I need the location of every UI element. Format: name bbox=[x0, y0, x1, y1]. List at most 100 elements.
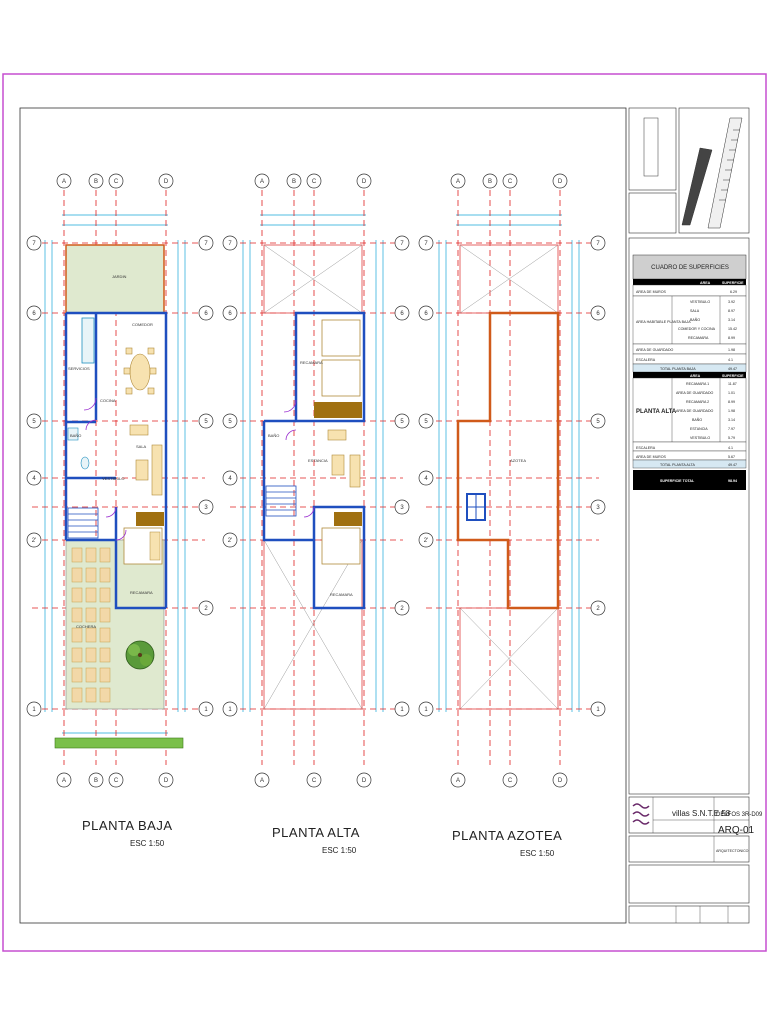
svg-text:7: 7 bbox=[424, 241, 428, 247]
room-label-cocina: COCINA bbox=[100, 398, 116, 403]
svg-text:A: A bbox=[260, 179, 264, 185]
room-label-cochera: COCHERA bbox=[76, 624, 96, 629]
svg-text:BAÑO: BAÑO bbox=[692, 417, 702, 422]
sheet-frame bbox=[2, 73, 767, 952]
stairs bbox=[67, 507, 99, 539]
garden-back bbox=[65, 244, 165, 314]
svg-text:1: 1 bbox=[32, 707, 36, 713]
doors bbox=[83, 397, 127, 541]
svg-text:D: D bbox=[164, 179, 169, 185]
room-label-bano-alta: BAÑO bbox=[268, 433, 279, 438]
svg-text:A: A bbox=[456, 778, 460, 784]
logo-icon bbox=[632, 803, 650, 827]
right-panel: CUADRO DE SUPERFICIES AREA SUPERFICIE AR… bbox=[628, 107, 763, 924]
room-label-recamara: RECAMARA bbox=[130, 590, 153, 595]
svg-text:1.01: 1.01 bbox=[728, 391, 735, 395]
title-block: villas S.N.T.E 58 DELFOS 3R-D09 ARQ-01 A… bbox=[628, 796, 763, 924]
svg-text:7: 7 bbox=[204, 241, 208, 247]
room-label-recamara-2: RECAMARA bbox=[330, 592, 353, 597]
svg-text:4: 4 bbox=[424, 476, 428, 482]
svg-text:15.42: 15.42 bbox=[728, 327, 737, 331]
svg-text:5: 5 bbox=[228, 419, 232, 425]
axis-labels: A B C D A C D 7 6 5 4 2' 1 7 6 5 3 2 1 bbox=[424, 179, 601, 784]
svg-text:C: C bbox=[114, 778, 119, 784]
void-marks bbox=[263, 244, 363, 710]
svg-text:RECAMARA 2: RECAMARA 2 bbox=[686, 400, 709, 404]
svg-text:SUPERFICIE: SUPERFICIE bbox=[722, 374, 744, 378]
svg-text:3: 3 bbox=[400, 505, 404, 511]
svg-text:2: 2 bbox=[204, 606, 208, 612]
svg-text:4: 4 bbox=[228, 476, 232, 482]
svg-text:6: 6 bbox=[204, 311, 208, 317]
svg-text:AREA DE MUROS: AREA DE MUROS bbox=[636, 290, 667, 294]
svg-text:C: C bbox=[508, 179, 513, 185]
fence-strip bbox=[54, 737, 184, 749]
svg-text:1: 1 bbox=[424, 707, 428, 713]
svg-text:2': 2' bbox=[424, 538, 428, 544]
svg-text:C: C bbox=[114, 179, 119, 185]
svg-text:C: C bbox=[312, 778, 317, 784]
svg-text:COMEDOR Y COCINA: COMEDOR Y COCINA bbox=[678, 327, 716, 331]
col-area: AREA bbox=[700, 281, 711, 285]
area-table: CUADRO DE SUPERFICIES AREA SUPERFICIE AR… bbox=[632, 254, 747, 490]
svg-text:5: 5 bbox=[424, 419, 428, 425]
svg-text:A: A bbox=[456, 179, 460, 185]
sofa bbox=[129, 424, 163, 496]
axis-bubbles bbox=[418, 173, 606, 788]
svg-text:AREA DE GUARDADO: AREA DE GUARDADO bbox=[676, 391, 714, 395]
room-label-vestibulo: VESTIBULO bbox=[102, 476, 124, 481]
stairs bbox=[265, 485, 297, 517]
svg-text:1.98: 1.98 bbox=[728, 409, 735, 413]
dimension-lines bbox=[242, 214, 384, 712]
plan-title-azotea: PLANTA AZOTEA bbox=[452, 828, 562, 843]
svg-text:AREA DE MUROS: AREA DE MUROS bbox=[636, 455, 667, 459]
room-label-sala: SALA bbox=[136, 444, 147, 449]
svg-text:3.92: 3.92 bbox=[728, 300, 735, 304]
svg-text:11.87: 11.87 bbox=[728, 382, 737, 386]
bed bbox=[123, 512, 164, 565]
svg-text:6: 6 bbox=[400, 311, 404, 317]
svg-text:D: D bbox=[558, 179, 563, 185]
svg-text:B: B bbox=[488, 179, 492, 185]
svg-text:AREA DE GUARDADO: AREA DE GUARDADO bbox=[676, 409, 714, 413]
svg-text:7: 7 bbox=[228, 241, 232, 247]
svg-text:AREA DE GUARDADO: AREA DE GUARDADO bbox=[636, 348, 674, 352]
svg-text:C: C bbox=[508, 778, 513, 784]
plan-scale-alta: ESC 1:50 bbox=[322, 846, 357, 855]
svg-text:B: B bbox=[94, 778, 98, 784]
axis-bubbles-top bbox=[26, 173, 214, 788]
dimension-lines bbox=[438, 214, 580, 712]
svg-text:ESCALERA: ESCALERA bbox=[636, 446, 656, 450]
svg-text:5: 5 bbox=[32, 419, 36, 425]
skylight-icon bbox=[466, 493, 486, 521]
axis-grid bbox=[230, 190, 403, 765]
svg-text:2: 2 bbox=[400, 606, 404, 612]
svg-text:8.99: 8.99 bbox=[728, 400, 735, 404]
svg-text:4.1: 4.1 bbox=[728, 446, 733, 450]
bed-1 bbox=[314, 319, 362, 418]
plan-title-baja: PLANTA BAJA bbox=[82, 818, 173, 833]
roof-outline bbox=[456, 311, 560, 610]
svg-text:2': 2' bbox=[32, 538, 36, 544]
small-sketch-box bbox=[628, 192, 677, 234]
svg-text:2': 2' bbox=[228, 538, 232, 544]
dimension-lines bbox=[44, 214, 186, 734]
dining-table bbox=[123, 347, 157, 395]
plan-planta-azotea: AZOTEA A B C D A C D 7 6 5 4 2' 1 7 6 5 … bbox=[418, 173, 606, 858]
svg-text:B: B bbox=[292, 179, 296, 185]
room-label-comedor: COMEDOR bbox=[132, 322, 153, 327]
svg-text:5: 5 bbox=[400, 419, 404, 425]
svg-text:A: A bbox=[62, 179, 66, 185]
room-label-servicios: SERVICIOS bbox=[68, 366, 90, 371]
svg-text:7.97: 7.97 bbox=[728, 427, 735, 431]
svg-text:VESTIBULO: VESTIBULO bbox=[690, 436, 710, 440]
kitchen-counter bbox=[81, 317, 95, 364]
svg-text:SALA: SALA bbox=[690, 309, 700, 313]
svg-text:D: D bbox=[558, 778, 563, 784]
baja-group: AREA HABITABLE PLANTA BAJA bbox=[636, 320, 691, 324]
bed-2 bbox=[321, 512, 362, 565]
room-label-jardin: JARDIN bbox=[112, 274, 127, 279]
bathroom-fixtures bbox=[67, 427, 90, 470]
svg-text:A: A bbox=[260, 778, 264, 784]
